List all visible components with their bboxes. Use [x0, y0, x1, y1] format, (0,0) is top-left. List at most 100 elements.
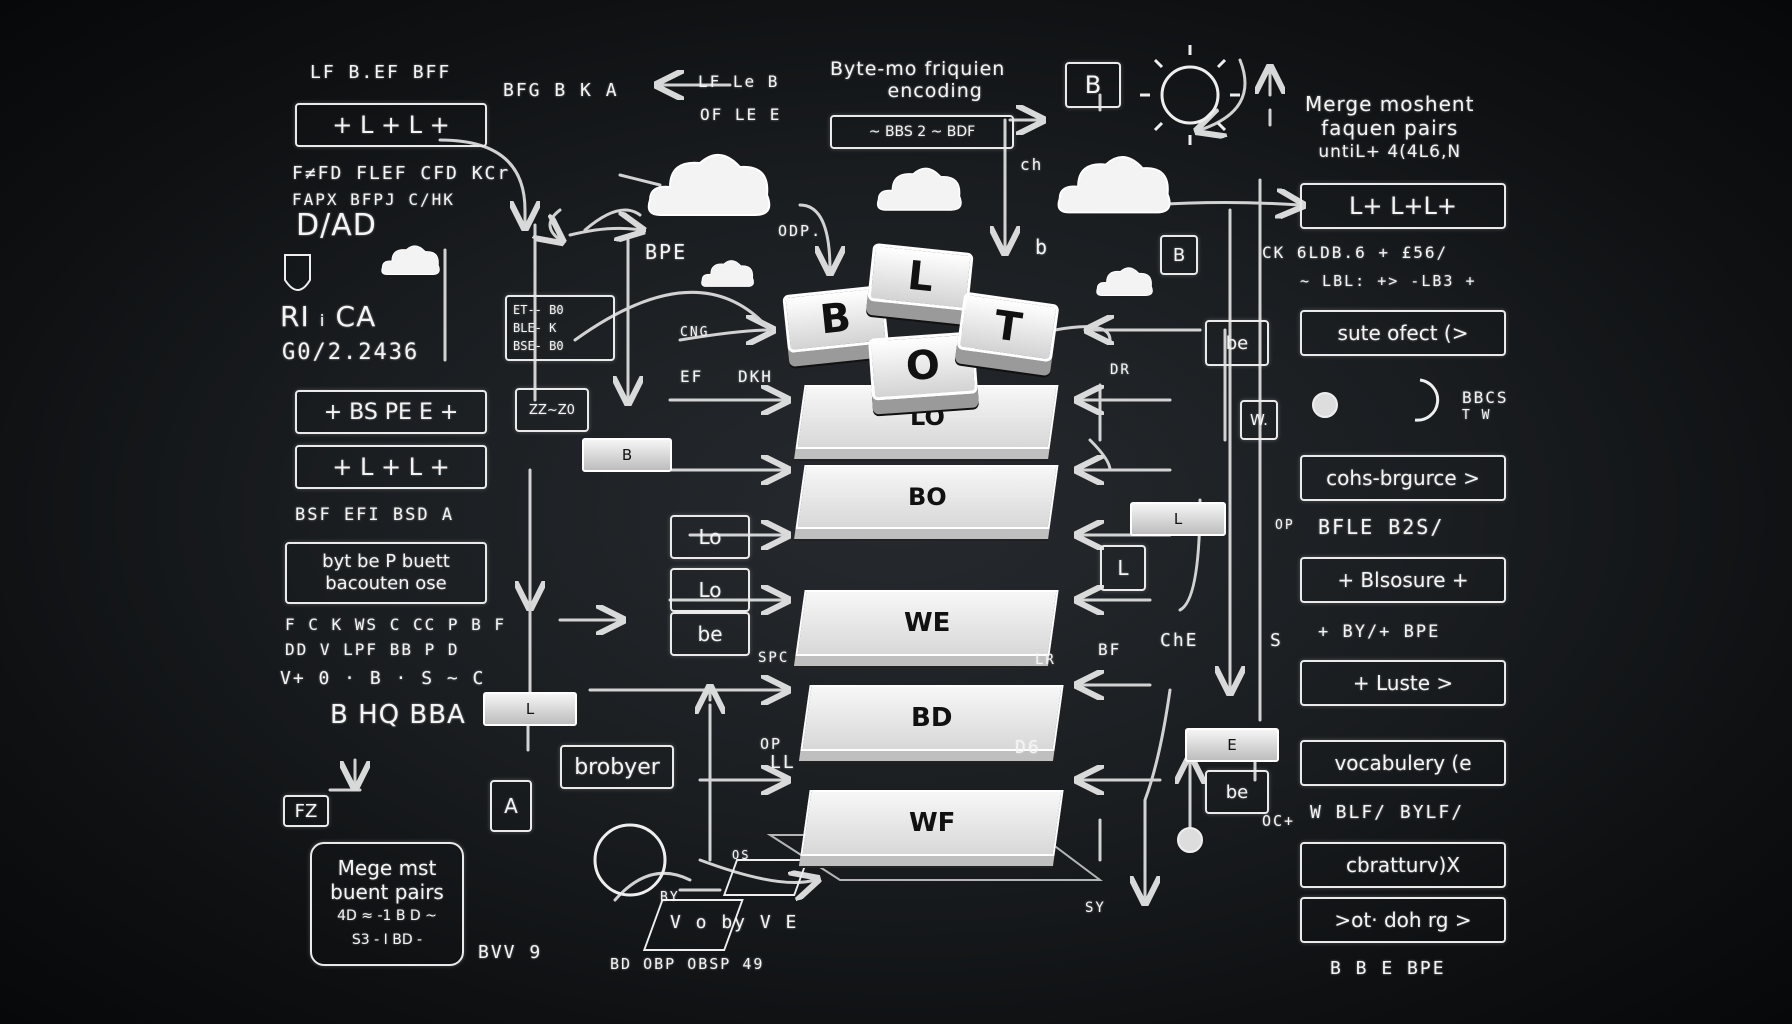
title-line-2: encoding [887, 80, 983, 102]
right-chalk-by-bpe: + BY/+ BPE [1318, 622, 1441, 642]
small-note-box: ET-- B0 BLE- K BSE- B0 [505, 295, 615, 361]
merge-note-line-2: faquen pairs [1321, 116, 1459, 140]
merge-note-box-line-1: Mege mst [337, 856, 437, 880]
right-chalk-w-blf: W BLF/ BYLF/ [1310, 802, 1465, 823]
os-label: OS [732, 848, 751, 862]
left-chalk-row-1: F≠FD FLEF CFD KCr [292, 163, 511, 184]
right-chalk-row-2: ~ LBL: +> -LB3 + [1300, 272, 1477, 290]
cloud-icon [700, 255, 756, 294]
vobyve-label: V o by V E [670, 912, 799, 933]
right-box-7: cbratturv)X [1300, 842, 1506, 888]
pair-box: ~ BBS 2 ~ BDF [830, 115, 1014, 149]
bpe-label: BPE [645, 240, 688, 264]
right-box-1: L+ L+L+ [1300, 183, 1506, 229]
merge-note: Merge moshent faquen pairs untiL+ 4(4L6,… [1305, 92, 1474, 164]
stack-layer-2-label: BO [907, 483, 947, 511]
bd-row-label: BD OBP OBSP 49 [610, 955, 765, 973]
op-label: OP [760, 735, 783, 753]
b-small-box: B [1160, 235, 1198, 275]
cloud-icon [1095, 262, 1155, 303]
cloud-icon [645, 145, 775, 224]
left-chalk-rica: RI ᵢ CA [280, 300, 377, 333]
title-line-1: Byte-mo friquien [830, 58, 1006, 80]
left-chalk-bvv: BVV 9 [478, 942, 543, 963]
right-box-4: + Blsosure + [1300, 557, 1506, 603]
right-box-3: cohs-brgurce > [1300, 455, 1506, 501]
ll-label: LL [770, 752, 796, 773]
b-label-right: b [1035, 235, 1050, 259]
right-box-8: >ot· doh rg > [1300, 897, 1506, 943]
cng-label: CNG [680, 325, 710, 340]
d6-label: D6 [1015, 737, 1041, 758]
be-box-right-2: be [1205, 770, 1269, 814]
bfg-label: BFG B K A [503, 80, 619, 101]
diagram-title: Byte-mo friquien encoding [830, 58, 1005, 102]
lo-box-1: Lo [670, 515, 750, 559]
left-chalk-ddv-row: DD V LPF BB P D [285, 640, 460, 659]
left-chalk-nums: G0/2.2436 [282, 340, 420, 365]
lf-le-b-label: LF Le B [698, 72, 780, 91]
left-box-1: + L + L + [295, 103, 487, 147]
spc-label: SPC [758, 650, 790, 666]
e-tag: E [1185, 728, 1279, 762]
left-chalk-row-2: FAPX BFPJ C/HK [292, 190, 455, 209]
left-box-multi-line-1: byt be P buett [322, 551, 450, 572]
stack-layer-1-label: LO [909, 403, 945, 431]
che-label: ChE [1160, 630, 1199, 651]
be-box: be [670, 612, 750, 656]
merge-note-line-3: untiL+ 4(4L6,N [1318, 142, 1462, 162]
a-box: A [490, 780, 532, 832]
ch-label: ch [1020, 155, 1044, 174]
bbcs-label: BBCS [1462, 388, 1509, 407]
stack-layer-5: WF [800, 790, 1064, 856]
left-box-3: + L + L + [295, 445, 487, 489]
fz-box: FZ [283, 795, 329, 827]
sy-label: SY [1085, 900, 1106, 916]
left-chalk-v0-row: V+ 0 · B · S ~ C [280, 668, 486, 689]
dr-label: DR [1110, 362, 1131, 378]
merge-note-box-line-3: 4D ≈ -1 B D ~ [337, 908, 437, 924]
stack-layer-4-label: BD [911, 703, 953, 733]
right-chalk-op: OP [1275, 518, 1295, 533]
dkh-label: DKH [738, 367, 773, 386]
bf-label: BF [1098, 640, 1122, 659]
merge-note-box-line-2: buent pairs [330, 880, 444, 904]
of-le-e-label: OF LE E [700, 105, 782, 124]
l-box-right: L [1100, 545, 1146, 591]
b-box-label: B [1084, 71, 1102, 99]
cube-l: L [867, 242, 974, 312]
tw-label: T W [1462, 408, 1492, 423]
w-box: W. [1240, 400, 1278, 440]
left-box-multi: byt be P buett bacouten ose [285, 542, 487, 604]
merge-note-box: Mege mst buent pairs 4D ≈ -1 B D ~ S3 - … [310, 842, 464, 966]
ef-label: EF [680, 367, 704, 386]
stack-layer-2: BO [795, 465, 1059, 529]
right-chalk-oc: OC+ [1262, 812, 1296, 830]
small-note-line-1: ET-- B0 [513, 303, 564, 317]
be-box-right: be [1205, 320, 1269, 366]
b-box: B [1065, 62, 1121, 108]
l-tag-left: L [483, 692, 577, 726]
stack-layer-5-label: WF [908, 808, 956, 838]
small-note-line-2: BLE- K [513, 321, 557, 335]
l-tag-right: L [1130, 502, 1226, 536]
right-chalk-row-1: CK 6LDB.6 + £56/ [1262, 243, 1449, 262]
odp-label: ODP. [778, 222, 823, 240]
cloud-icon [1055, 145, 1175, 224]
left-box-2: + BS PE E + [295, 390, 487, 434]
right-box-2: sute ofect (> [1300, 310, 1506, 356]
left-chalk-dad: D/AD [296, 208, 377, 243]
brobyer-box: brobyer [560, 745, 674, 789]
merge-note-box-line-4: S3 - I BD - [351, 932, 423, 948]
merge-note-line-1: Merge moshent [1305, 92, 1475, 116]
left-box-multi-line-2: bacouten ose [325, 573, 447, 594]
right-chalk-bfle: BFLE B2S/ [1318, 515, 1445, 539]
b-tag: B [582, 438, 672, 472]
right-box-5: + Luste > [1300, 660, 1506, 706]
zz-box: ZZ~Z0 [515, 388, 589, 432]
top-left-heading: LF B.EF BFF [310, 62, 452, 83]
cloud-icon [380, 240, 442, 282]
cloud-icon [875, 160, 965, 219]
small-note-line-3: BSE- B0 [513, 339, 564, 353]
